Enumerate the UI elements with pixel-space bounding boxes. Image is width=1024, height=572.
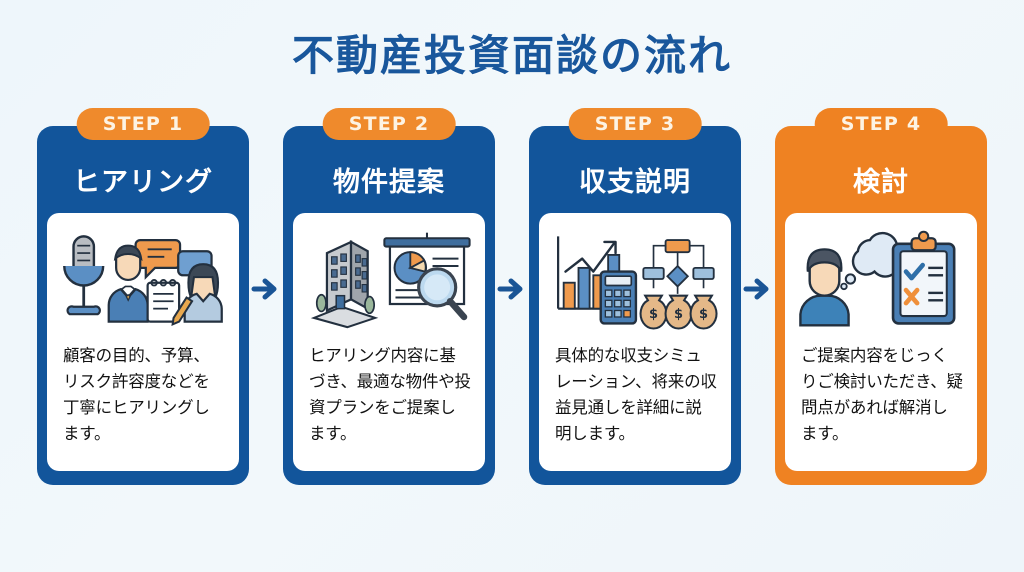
step-4-illustration [793, 223, 969, 335]
step-inner-2: ヒアリング内容に基づき、最適な物件や投資プランをご提案します。 [293, 213, 485, 472]
step-description-2: ヒアリング内容に基づき、最適な物件や投資プランをご提案します。 [309, 346, 471, 444]
arrow-right-icon [251, 278, 277, 300]
step-card-2[interactable]: STEP 2 物件提案 [283, 106, 495, 486]
step-card-2-body: STEP 2 物件提案 [283, 108, 495, 486]
step-badge-3: STEP 3 [568, 108, 702, 141]
step-description-3: 具体的な収支シミュレーション、将来の収益見通しを詳細に説明します。 [555, 346, 717, 444]
businessman-icon [107, 244, 149, 324]
step-badge-1: STEP 1 [76, 108, 210, 141]
step-description-1: 顧客の目的、予算、リスク許容度などを丁寧にヒアリングします。 [63, 346, 210, 444]
connector-arrow-1 [249, 106, 283, 451]
step-title-2: 物件提案 [333, 167, 445, 199]
arrow-right-icon [497, 278, 523, 300]
step-title-4: 検討 [853, 167, 909, 199]
svg-text:$: $ [699, 307, 708, 322]
step-title-1: ヒアリング [73, 167, 213, 199]
step-2-illustration [301, 223, 477, 335]
step-card-3-body: STEP 3 収支説明 [529, 108, 741, 486]
step-inner-4: ご提案内容をじっくりご検討いただき、疑問点があれば解消します。 [785, 213, 977, 472]
step-flow-container: STEP 1 ヒアリング [0, 106, 1024, 486]
step-card-1-body: STEP 1 ヒアリング [37, 108, 249, 486]
step-inner-1: 顧客の目的、予算、リスク許容度などを丁寧にヒアリングします。 [47, 213, 239, 472]
page-title: 不動産投資面談の流れ [291, 31, 732, 80]
step-1-illustration [55, 223, 231, 335]
trend-arrow-icon [564, 241, 617, 274]
money-bag-icon: $ $ $ [639, 294, 718, 330]
step-description-4: ご提案内容をじっくりご検討いただき、疑問点があれば解消します。 [801, 346, 963, 444]
step-badge-2: STEP 2 [322, 108, 456, 141]
person-thinking-icon [799, 248, 850, 327]
calculator-icon [599, 270, 638, 325]
office-building-icon [310, 240, 379, 329]
clipboard-checklist-icon [891, 231, 956, 326]
step-3-illustration: $ $ $ [547, 223, 723, 335]
flowchart-icon [642, 239, 715, 295]
svg-text:$: $ [674, 307, 683, 322]
step-card-1[interactable]: STEP 1 ヒアリング [37, 106, 249, 486]
connector-arrow-2 [495, 106, 529, 451]
businesswoman-icon [183, 263, 223, 324]
connector-arrow-3 [741, 106, 775, 451]
step-card-4-body: STEP 4 検討 [775, 108, 987, 486]
step-badge-4: STEP 4 [814, 108, 948, 141]
step-inner-3: $ $ $ 具体的な収支シミュレーション、将来の収益見通しを詳細に説明します。 [539, 213, 731, 472]
magnifying-glass-icon [417, 267, 468, 321]
step-card-3[interactable]: STEP 3 収支説明 [529, 106, 741, 486]
check-mark-icon [903, 263, 925, 281]
svg-text:$: $ [649, 307, 658, 322]
microphone-icon [63, 235, 105, 316]
notepad-pencil-icon [146, 279, 194, 327]
step-title-3: 収支説明 [579, 167, 691, 199]
step-card-4[interactable]: STEP 4 検討 [775, 106, 987, 486]
arrow-right-icon [743, 278, 769, 300]
cross-mark-icon [903, 288, 920, 306]
